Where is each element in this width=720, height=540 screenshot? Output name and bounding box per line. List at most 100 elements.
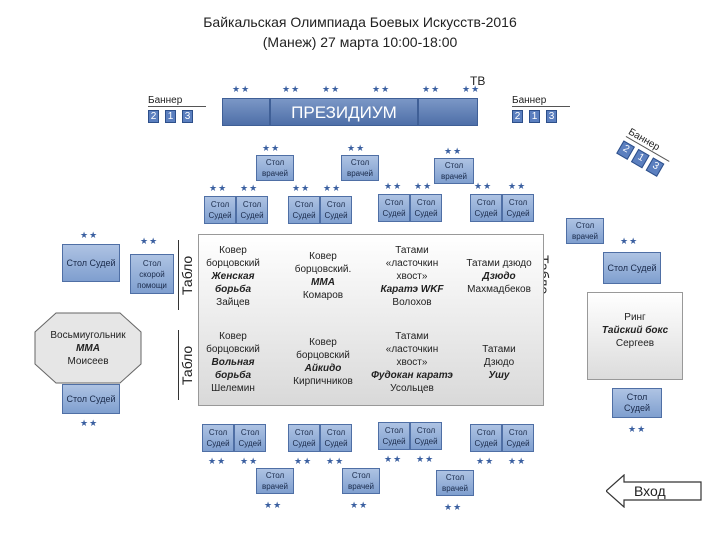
judges-table: Стол Судей <box>62 384 120 414</box>
tablo-left-upper: Табло <box>178 240 200 310</box>
seat-stars: ★★ <box>350 500 369 510</box>
doctor-table: Стол врачей <box>566 218 604 244</box>
mat-line: «ласточкин хвост» <box>385 257 439 282</box>
mat-line: Ковер <box>219 244 247 256</box>
judges-table: Стол Судей <box>236 196 268 224</box>
mat-person: Зайцев <box>216 296 250 308</box>
banner-left-num-3: 3 <box>182 110 193 123</box>
seat-stars: ★★ <box>462 84 481 94</box>
mat-line: Татами <box>395 244 429 256</box>
seat-stars: ★★ <box>208 456 227 466</box>
judges-table: Стол Судей <box>378 194 410 222</box>
mat-person: Усольцев <box>390 382 434 394</box>
seat-stars: ★★ <box>240 456 259 466</box>
seat-stars: ★★ <box>444 146 463 156</box>
banner-left-label: Баннер <box>148 95 206 107</box>
seat-stars: ★★ <box>282 84 301 94</box>
judges-table: Стол Судей <box>62 244 120 282</box>
judges-table: Стол Судей <box>470 424 502 452</box>
banner-right-num-3: 3 <box>546 110 557 123</box>
mat-r1c4: Татами дзюдо Дзюдо Махмадбеков <box>456 236 542 316</box>
judges-table: Стол Судей <box>320 196 352 224</box>
seat-stars: ★★ <box>240 183 259 193</box>
seat-stars: ★★ <box>326 456 345 466</box>
tv-label: ТВ <box>470 74 486 88</box>
mat-r1c3: Татами «ласточкин хвост» Каратэ WKF Воло… <box>370 236 454 316</box>
seat-stars: ★★ <box>372 84 391 94</box>
mat-line: борцовский <box>296 350 350 361</box>
page-subtitle: (Манеж) 27 марта 10:00-18:00 <box>262 34 458 50</box>
doctor-table: Стол врачей <box>256 155 294 181</box>
mat-r2c4: Татами Дзюдо Ушу <box>456 320 542 404</box>
doctor-table: Стол врачей <box>341 155 379 181</box>
mat-r2c1: Ковер борцовский Вольная борьба Шелемин <box>200 320 266 404</box>
presidium: ПРЕЗИДИУМ <box>270 98 418 126</box>
mat-r1c1: Ковер борцовский Женская борьба Зайцев <box>200 236 266 316</box>
mat-sport: Женская борьба <box>211 270 255 295</box>
octagon-person: Моисеев <box>67 355 109 367</box>
seat-stars: ★★ <box>384 181 403 191</box>
judges-table: Стол Судей <box>410 194 442 222</box>
seat-stars: ★★ <box>508 181 527 191</box>
doctor-table: Стол врачей <box>256 468 294 494</box>
octagon-area: Восьмиугольник ММА Моисеев <box>34 314 142 382</box>
mat-line: Ковер <box>219 330 247 342</box>
judges-table: Стол Судей <box>410 422 442 450</box>
banner-left-num-2: 1 <box>165 110 176 123</box>
mat-line: борцовский. <box>294 264 352 275</box>
banner-right-num-2: 1 <box>529 110 540 123</box>
presidium-segment-left <box>222 98 270 126</box>
mat-person: Комаров <box>302 290 344 301</box>
doctor-table: Стол врачей <box>436 470 474 496</box>
doctor-table: Стол врачей <box>434 158 474 184</box>
mat-sport: Дзюдо <box>482 270 516 282</box>
banner-right-num-1: 2 <box>512 110 523 123</box>
seat-stars: ★★ <box>80 418 99 428</box>
mat-r2c3: Татами «ласточкин хвост» Фудокан каратэ … <box>370 320 454 404</box>
ring-info: Ринг Тайский бокс Сергеев <box>588 305 682 355</box>
octagon-sport: ММА <box>76 342 100 354</box>
mat-sport: Айкидо <box>304 363 342 374</box>
mat-line: Ковер <box>309 337 337 348</box>
mat-line: Ковер <box>309 251 337 262</box>
entrance-arrow <box>606 474 702 508</box>
mat-line: Дзюдо <box>483 356 515 368</box>
mat-line: борцовский <box>206 257 260 269</box>
seat-stars: ★★ <box>620 236 639 246</box>
judges-table: Стол Судей <box>288 424 320 452</box>
seat-stars: ★★ <box>262 143 281 153</box>
mat-sport: Каратэ WKF <box>380 283 444 295</box>
ring-area <box>587 292 683 380</box>
judges-table: Стол Судей <box>502 424 534 452</box>
seat-stars: ★★ <box>444 502 463 512</box>
judges-table: Стол Судей <box>612 388 662 418</box>
mat-sport: Ушу <box>488 369 510 381</box>
ring-person: Сергеев <box>615 337 655 349</box>
ambulance-table: Стол скорой помощи <box>130 254 174 294</box>
presidium-label: ПРЕЗИДИУМ <box>291 103 397 122</box>
seat-stars: ★★ <box>414 181 433 191</box>
banner-rotated-num-2: 1 <box>630 148 650 169</box>
mat-r1c2: Ковер борцовский. ММА Комаров <box>282 236 364 316</box>
judges-table: Стол Судей <box>603 252 661 284</box>
seat-stars: ★★ <box>80 230 99 240</box>
seat-stars: ★★ <box>232 84 251 94</box>
page-title: Байкальская Олимпиада Боевых Искусств-20… <box>203 14 517 30</box>
mat-sport: Вольная борьба <box>211 356 255 381</box>
mat-person: Шелемин <box>211 382 255 394</box>
ring-sport: Тайский бокс <box>601 324 669 336</box>
entrance-label: Вход <box>634 483 666 499</box>
judges-table: Стол Судей <box>378 422 410 450</box>
mat-line: Татами дзюдо <box>466 257 532 269</box>
judges-table: Стол Судей <box>288 196 320 224</box>
mat-sport: Фудокан каратэ <box>371 369 453 381</box>
seat-stars: ★★ <box>294 456 313 466</box>
seat-stars: ★★ <box>476 456 495 466</box>
seat-stars: ★★ <box>323 183 342 193</box>
mat-line: Татами <box>482 343 516 355</box>
banner-rotated-num-1: 2 <box>616 140 635 160</box>
mat-line: «ласточкин хвост» <box>385 343 439 368</box>
mat-sport: ММА <box>311 277 335 288</box>
seat-stars: ★★ <box>209 183 228 193</box>
ring-name: Ринг <box>624 311 646 323</box>
